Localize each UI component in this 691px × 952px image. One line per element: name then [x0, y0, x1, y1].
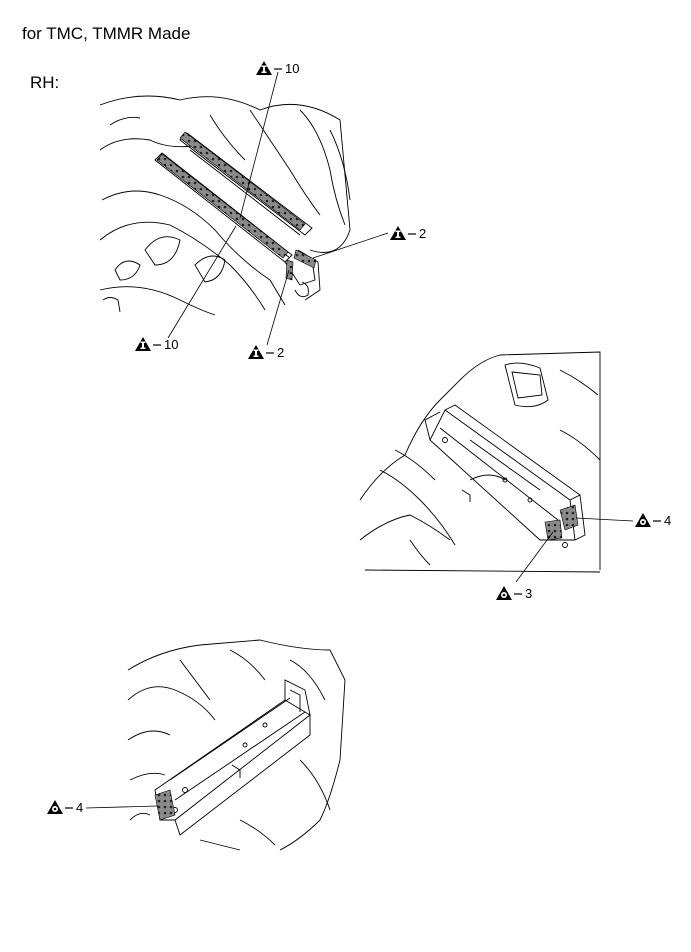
- page-title: for TMC, TMMR Made: [22, 24, 191, 43]
- callout-triangle-i-icon: [248, 345, 264, 359]
- callout-triangle-o-icon: [635, 513, 651, 527]
- callout-label: 3: [525, 586, 532, 601]
- callout-label: 2: [277, 345, 284, 360]
- side-label-rh: RH:: [30, 73, 60, 92]
- callout-triangle-i-icon: [256, 61, 272, 75]
- callout-label: 4: [76, 800, 83, 815]
- callout-triangle-o-icon: [47, 800, 63, 814]
- figure-2-weld-areas: [544, 504, 579, 541]
- figure-3-weld-areas: [154, 789, 176, 821]
- callout-label: 4: [664, 513, 671, 528]
- callout-triangle-i-icon: [390, 226, 406, 240]
- figure-1-leader-lines: [167, 71, 389, 346]
- figure-2-illustration: [359, 351, 601, 573]
- figure-3-leader-lines: [85, 805, 159, 809]
- callout-triangle-o-icon: [496, 586, 512, 600]
- figure-1-weld-areas: [156, 131, 317, 281]
- callout-label: 10: [285, 61, 299, 76]
- callout-label: 2: [419, 226, 426, 241]
- callout-label: 10: [164, 337, 178, 352]
- figure-1-illustration: [99, 95, 351, 316]
- figure-2-leader-lines: [515, 517, 634, 583]
- callout-triangle-i-icon: [135, 337, 151, 351]
